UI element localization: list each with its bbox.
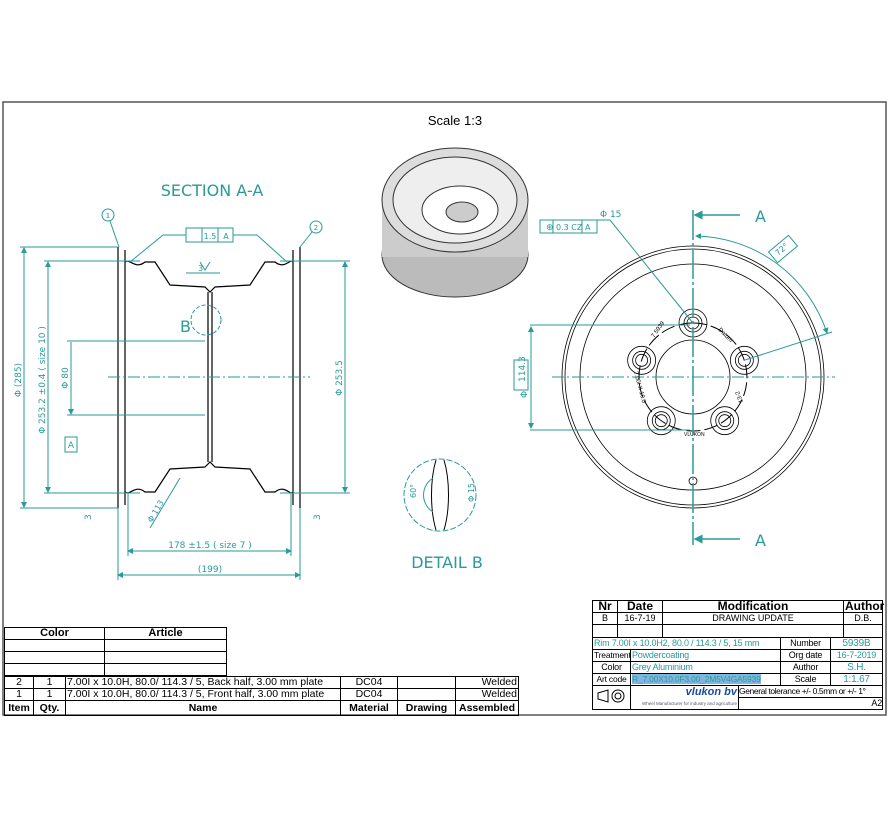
bolt-hole	[646, 406, 676, 436]
stamp-size: 13-2	[735, 389, 745, 403]
bolt-hole	[734, 350, 754, 370]
dim-3-right: 3	[313, 514, 323, 520]
section-marker-bottom: A	[755, 531, 766, 550]
bolt-circle-prefix: Φ	[520, 391, 530, 398]
drawing-number: 5939B	[830, 637, 883, 650]
hole-diameter: Φ 15	[600, 210, 621, 220]
color-header: Color	[4, 627, 105, 640]
balloon-1: 1	[106, 212, 110, 220]
bolt-hole	[729, 345, 759, 375]
bolt-hole	[737, 353, 751, 367]
position-tolerance: 0.3 CZ	[556, 223, 583, 232]
position-symbol-icon: ⊕	[546, 223, 554, 233]
bolt-hole	[718, 414, 732, 428]
stamp-datum: Datum	[717, 327, 734, 344]
dim-dia-253-2: Φ 253.2 ±0.4 ( size 10 )	[38, 326, 48, 434]
scale: 1:1.67	[830, 673, 883, 686]
org-date: 16-7-2019	[830, 649, 883, 662]
balloon-2: 2	[314, 224, 318, 232]
dim-width-178: 178 ±1.5 ( size 7 )	[168, 541, 252, 551]
general-tolerance: General tolerance +/- 0.5mm or +/- 1°	[739, 686, 882, 698]
detail-b-view: 60° Φ 15 DETAIL B	[403, 458, 483, 572]
detail-b-ref: B	[180, 317, 191, 336]
datum-a: A	[68, 441, 75, 451]
number-label: Number	[780, 637, 831, 650]
section-title: SECTION A-A	[161, 181, 264, 200]
title-block: Rim 7.00I x 10.0H2, 80.0 / 114.3 / 5, 15…	[592, 637, 883, 710]
runout-datum: A	[223, 232, 229, 241]
bolt-hole	[627, 345, 657, 375]
weld-size: 3	[198, 264, 203, 273]
dim-3-left: 3	[84, 514, 94, 520]
angle-72: 72°	[774, 242, 791, 258]
front-view: A A Φ 15 ⊕ 0.3 CZ A 72° 114.3 Φ 7 5939 D…	[513, 207, 835, 550]
section-a-a-view: SECTION A-A 1 2 1.5 A 3 B Φ (285) Φ 253.…	[14, 181, 350, 580]
sheet-size: A2	[871, 698, 882, 708]
rim-3d-view	[381, 147, 529, 298]
detail-dia: Φ 15	[467, 483, 476, 502]
bolt-hole	[715, 411, 735, 431]
dim-dia-113: Φ 113	[146, 499, 166, 524]
bolt-hole	[654, 414, 668, 428]
bolt-hole	[710, 406, 740, 436]
rim-description: Rim 7.00I x 10.0H2, 80.0 / 114.3 / 5, 15…	[592, 637, 781, 650]
dim-width-199: (199)	[198, 565, 222, 575]
detail-title: DETAIL B	[411, 553, 483, 572]
position-datum: A	[585, 223, 591, 232]
bolt-hole	[632, 350, 652, 370]
bolt-circle-dia: 114.3	[518, 356, 528, 382]
scale-label: Scale 1:3	[428, 113, 482, 128]
detail-angle: 60°	[409, 484, 418, 498]
section-marker-top: A	[755, 207, 766, 226]
stamp-brand: VLUKON	[684, 432, 705, 438]
dim-dia-253-5: Φ 253.5	[335, 360, 345, 396]
bolt-hole	[635, 353, 649, 367]
art-code: R_7.00X10.0F3.00_2M5V4GA5939	[632, 674, 761, 684]
article-header: Article	[104, 627, 227, 640]
stamp-number: 7 5939	[651, 320, 667, 339]
dim-dia-285: Φ (285)	[14, 363, 24, 397]
projection-symbol-icon	[592, 685, 631, 710]
runout-tolerance: 1.5	[204, 232, 217, 241]
stamp-rim-size: 7.00I X 10.0	[632, 371, 646, 404]
dim-dia-80: Φ 80	[61, 367, 71, 389]
author: S.H.	[830, 661, 883, 674]
